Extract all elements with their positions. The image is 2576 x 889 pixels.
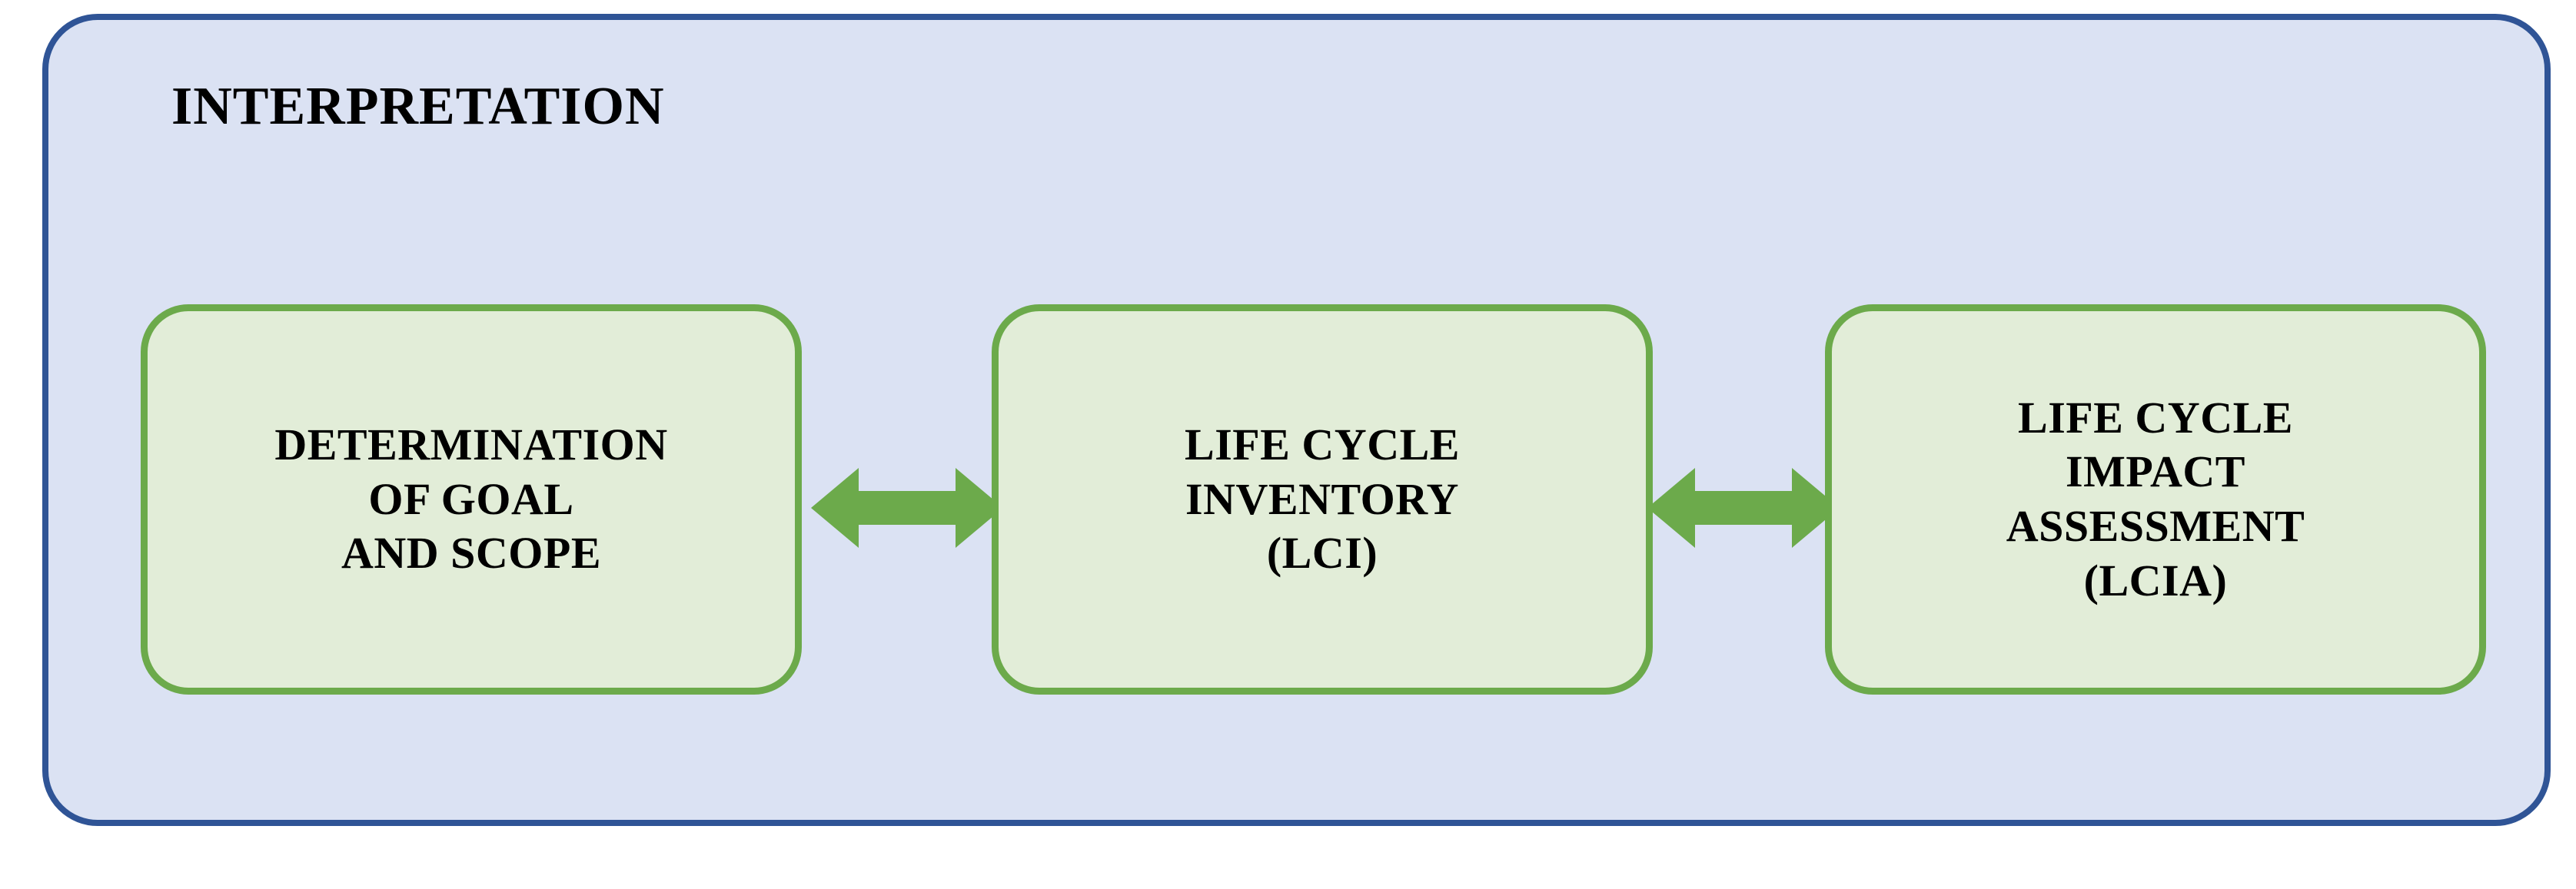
stage-box-label-line: AND SCOPE <box>341 528 602 579</box>
stage-box-label-line: INVENTORY <box>1185 473 1459 524</box>
stage-box-determination-of-goal-and-scope[interactable]: DETERMINATION OF GOAL AND SCOPE <box>141 304 802 695</box>
interpretation-frame: INTERPRETATION DETERMINATION OF GOAL AND… <box>42 14 2551 826</box>
bidirectional-arrow-svg <box>1647 468 1840 548</box>
stage-box-label-line: DETERMINATION <box>274 419 668 469</box>
stage-box-label-line: ASSESSMENT <box>2006 501 2305 551</box>
arrow-shape <box>1647 468 1840 548</box>
arrow-shape <box>811 468 1003 548</box>
stage-box-label-line: OF GOAL <box>368 473 574 524</box>
stage-box-label-line: LIFE CYCLE <box>1185 419 1460 469</box>
stage-row: DETERMINATION OF GOAL AND SCOPE LIFE CYC… <box>48 304 2557 712</box>
bidirectional-arrow-icon <box>811 462 1003 554</box>
page-title: INTERPRETATION <box>171 77 665 136</box>
stage-box-life-cycle-impact-assessment[interactable]: LIFE CYCLE IMPACT ASSESSMENT (LCIA) <box>1825 304 2486 695</box>
stage-box-label-line: (LCI) <box>1266 528 1378 579</box>
stage-box-label-line: (LCIA) <box>2083 555 2228 605</box>
stage-box-label-line: IMPACT <box>2066 446 2245 497</box>
stage-box-life-cycle-inventory[interactable]: LIFE CYCLE INVENTORY (LCI) <box>992 304 1653 695</box>
stage-box-label-line: LIFE CYCLE <box>2018 392 2293 443</box>
bidirectional-arrow-icon <box>1647 462 1840 554</box>
bidirectional-arrow-svg <box>811 468 1003 548</box>
